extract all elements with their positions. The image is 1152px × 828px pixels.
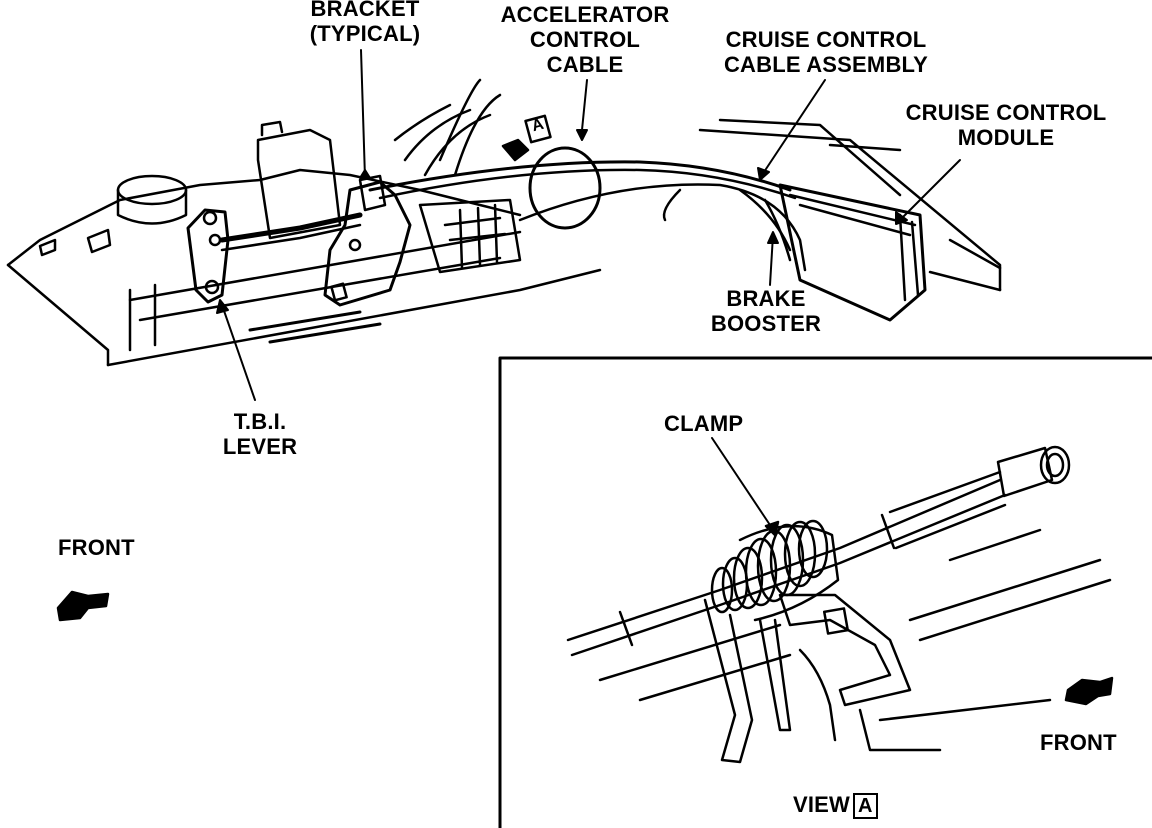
engine-bay-drawing (6, 78, 1002, 367)
cruise-cable-label: CRUISE CONTROL CABLE ASSEMBLY (708, 27, 944, 77)
clamp-coil (710, 519, 829, 614)
accelerator-label-line2: CONTROL (529, 27, 641, 52)
leader-lines (216, 49, 961, 401)
brake-booster-label-line2: BOOSTER (710, 311, 822, 336)
front-label-left: FRONT (58, 535, 135, 560)
front-arrow-left (56, 590, 110, 622)
view-caption-ref-box: A (853, 793, 878, 819)
accelerator-label-line3: CABLE (546, 52, 624, 77)
clamp-label: CLAMP (664, 411, 744, 436)
cruise-module-label-line1: CRUISE CONTROL (905, 100, 1107, 125)
cruise-cable-label-line1: CRUISE CONTROL (725, 27, 927, 52)
tbi-lever-label-line1: T.B.I. (233, 409, 287, 434)
tbi-lever-label-line2: LEVER (222, 434, 298, 459)
view-caption-text: VIEW (793, 792, 851, 817)
bracket-label: BRACKET (TYPICAL) (300, 0, 430, 46)
view-a-inset (498, 356, 1152, 828)
tbi-lever-label: T.B.I. LEVER (210, 409, 310, 459)
cruise-module-label-line2: MODULE (957, 125, 1055, 150)
front-label-right: FRONT (1040, 730, 1117, 755)
cruise-module-label: CRUISE CONTROL MODULE (888, 100, 1124, 150)
brake-booster-label-line1: BRAKE (726, 286, 806, 311)
bracket-label-line1: BRACKET (310, 0, 420, 21)
brake-booster-label: BRAKE BOOSTER (696, 286, 836, 336)
cruise-cable-label-line2: CABLE ASSEMBLY (723, 52, 929, 77)
accelerator-label-line1: ACCELERATOR (500, 2, 670, 27)
bracket-label-line2: (TYPICAL) (309, 21, 421, 46)
accelerator-cable-label: ACCELERATOR CONTROL CABLE (485, 2, 685, 77)
view-a-callout-arrow (501, 114, 552, 162)
